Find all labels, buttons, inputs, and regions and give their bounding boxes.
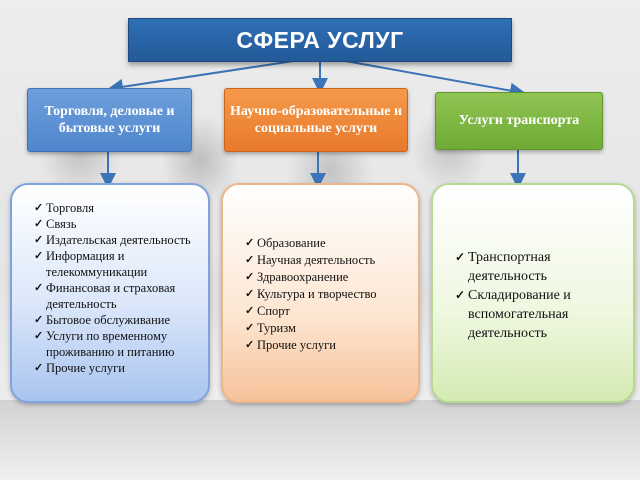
list-item: Прочие услуги xyxy=(245,337,415,354)
arrow-title-to-cat1 xyxy=(107,59,301,95)
list-item: Связь xyxy=(34,216,206,232)
list-item: Образование xyxy=(245,235,415,252)
item-list: Транспортная деятельность Складирование … xyxy=(455,248,625,343)
item-list: Образование Научная деятельность Здравоо… xyxy=(245,235,415,354)
list-item: Туризм xyxy=(245,320,415,337)
panel-science-education-social: Образование Научная деятельность Здравоо… xyxy=(221,183,420,403)
list-item: Издательская деятельность xyxy=(34,232,206,248)
category-trade-business-household: Торговля, деловые и бытовые услуги xyxy=(27,88,192,152)
arrow-title-to-cat3 xyxy=(339,59,526,99)
panel-trade-business-household: Торговля Связь Издательская деятельность… xyxy=(10,183,210,403)
background-floor xyxy=(0,400,640,480)
list-item: Научная деятельность xyxy=(245,252,415,269)
list-item: Транспортная деятельность xyxy=(455,248,625,286)
item-list: Торговля Связь Издательская деятельность… xyxy=(34,200,206,376)
list-item: Услуги по временному проживанию и питани… xyxy=(34,328,206,360)
list-item: Финансовая и страховая деятельность xyxy=(34,280,206,312)
diagram-title: СФЕРА УСЛУГ xyxy=(128,18,512,62)
list-item: Здравоохранение xyxy=(245,269,415,286)
category-transport: Услуги транспорта xyxy=(435,92,603,150)
list-item: Информация и телекоммуникации xyxy=(34,248,206,280)
list-item: Прочие услуги xyxy=(34,360,206,376)
category-science-education-social: Научно-образовательные и социальные услу… xyxy=(224,88,408,152)
list-item: Бытовое обслуживание xyxy=(34,312,206,328)
list-item: Складирование и вспомогательная деятельн… xyxy=(455,286,625,343)
panel-transport: Транспортная деятельность Складирование … xyxy=(431,183,635,403)
list-item: Спорт xyxy=(245,303,415,320)
list-item: Культура и творчество xyxy=(245,286,415,303)
list-item: Торговля xyxy=(34,200,206,216)
